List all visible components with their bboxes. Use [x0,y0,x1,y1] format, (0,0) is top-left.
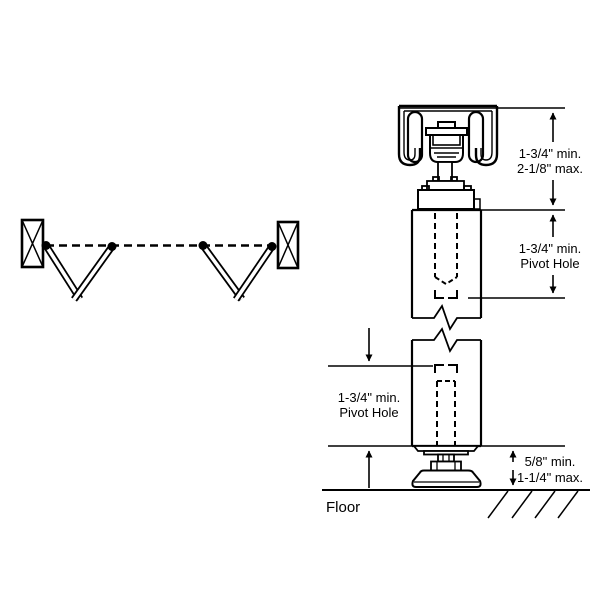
hatch-line [557,490,579,519]
labels: 1-3/4" min. 2-1/8" max. 1-3/4" min. Pivo… [326,146,583,516]
pivot-stem [437,453,455,463]
bottom-plate [412,445,480,452]
bottom-pivot-assembly [411,445,482,488]
bottom-pivot-hole-dashed [434,364,458,445]
floor [322,489,590,519]
top-pivot-hole-label-line1: 1-3/4" min. [519,241,581,256]
right-roller [467,110,485,164]
hanger-bolt-stem [437,161,453,182]
top-pivot-hole-dashed [434,213,458,299]
left-door-pair [42,243,115,302]
pivot-dots [41,241,277,251]
hole-depth-corner-left [434,290,444,299]
nut-facets [436,461,456,471]
door-top-section [410,208,483,332]
hole-depth-corner-right [448,290,458,299]
floor-hatching [487,490,579,519]
track-right-leg [474,106,499,167]
hanger-clearance-label-line2: 2-1/8" max. [517,161,583,176]
hanger-top-bar [425,127,468,136]
stem-lines [442,454,450,462]
pivot-dot [107,242,117,251]
adjustment-nut [430,460,462,472]
track-assembly [397,104,499,210]
left-jamb-cross [21,219,44,268]
pivot-dot [198,241,208,250]
left-jamb [20,218,45,269]
floor-label: Floor [326,499,360,516]
right-jamb [276,220,300,270]
washer-bar [426,180,465,191]
left-door-panel-2-fill [72,245,114,301]
hanger-steps [431,147,462,158]
track-right-inner [480,111,493,161]
floor-clearance-label-line1: 5/8" min. [525,454,576,469]
hanger-inner-opening [432,134,461,146]
right-jamb-cross [277,221,299,269]
break-line-lower [412,327,481,354]
top-pivot-hole-label-line2: Pivot Hole [520,256,579,271]
right-door-panel-2-fill [234,245,274,301]
plan-view-bifold-doors [20,218,300,302]
hanger-clearance-label-line1: 1-3/4" min. [519,146,581,161]
top-plate-assembly [417,176,481,210]
right-door-pair [200,243,275,302]
track-left-inner [403,111,416,161]
hole-drill-point [434,276,458,286]
pivot-dot [41,241,51,250]
right-door-panel-1-fill [201,244,244,301]
pivot-foot [411,469,482,488]
track-left-leg [397,106,422,167]
left-roller [406,110,424,164]
bottom-pivot-hole-label-line2: Pivot Hole [339,405,398,420]
hole-depth-corner-right [448,364,458,373]
hatch-line [534,490,556,519]
door-bottom-section [410,327,483,448]
elevation-view [322,104,590,519]
left-door-panel-1-fill [44,244,82,300]
hole-depth-corner-left [434,364,444,373]
dimension-lines [365,112,557,488]
floor-clearance-label-line2: 1-1/4" max. [517,470,583,485]
break-line-upper [412,303,481,332]
hanger-bracket [425,121,468,163]
hatch-line [487,490,509,519]
pivot-dot [267,242,277,251]
top-pivot-plate [417,189,475,210]
reference-lines [328,107,565,447]
bottom-pivot-hole-label-line1: 1-3/4" min. [338,390,400,405]
hatch-line [511,490,533,519]
